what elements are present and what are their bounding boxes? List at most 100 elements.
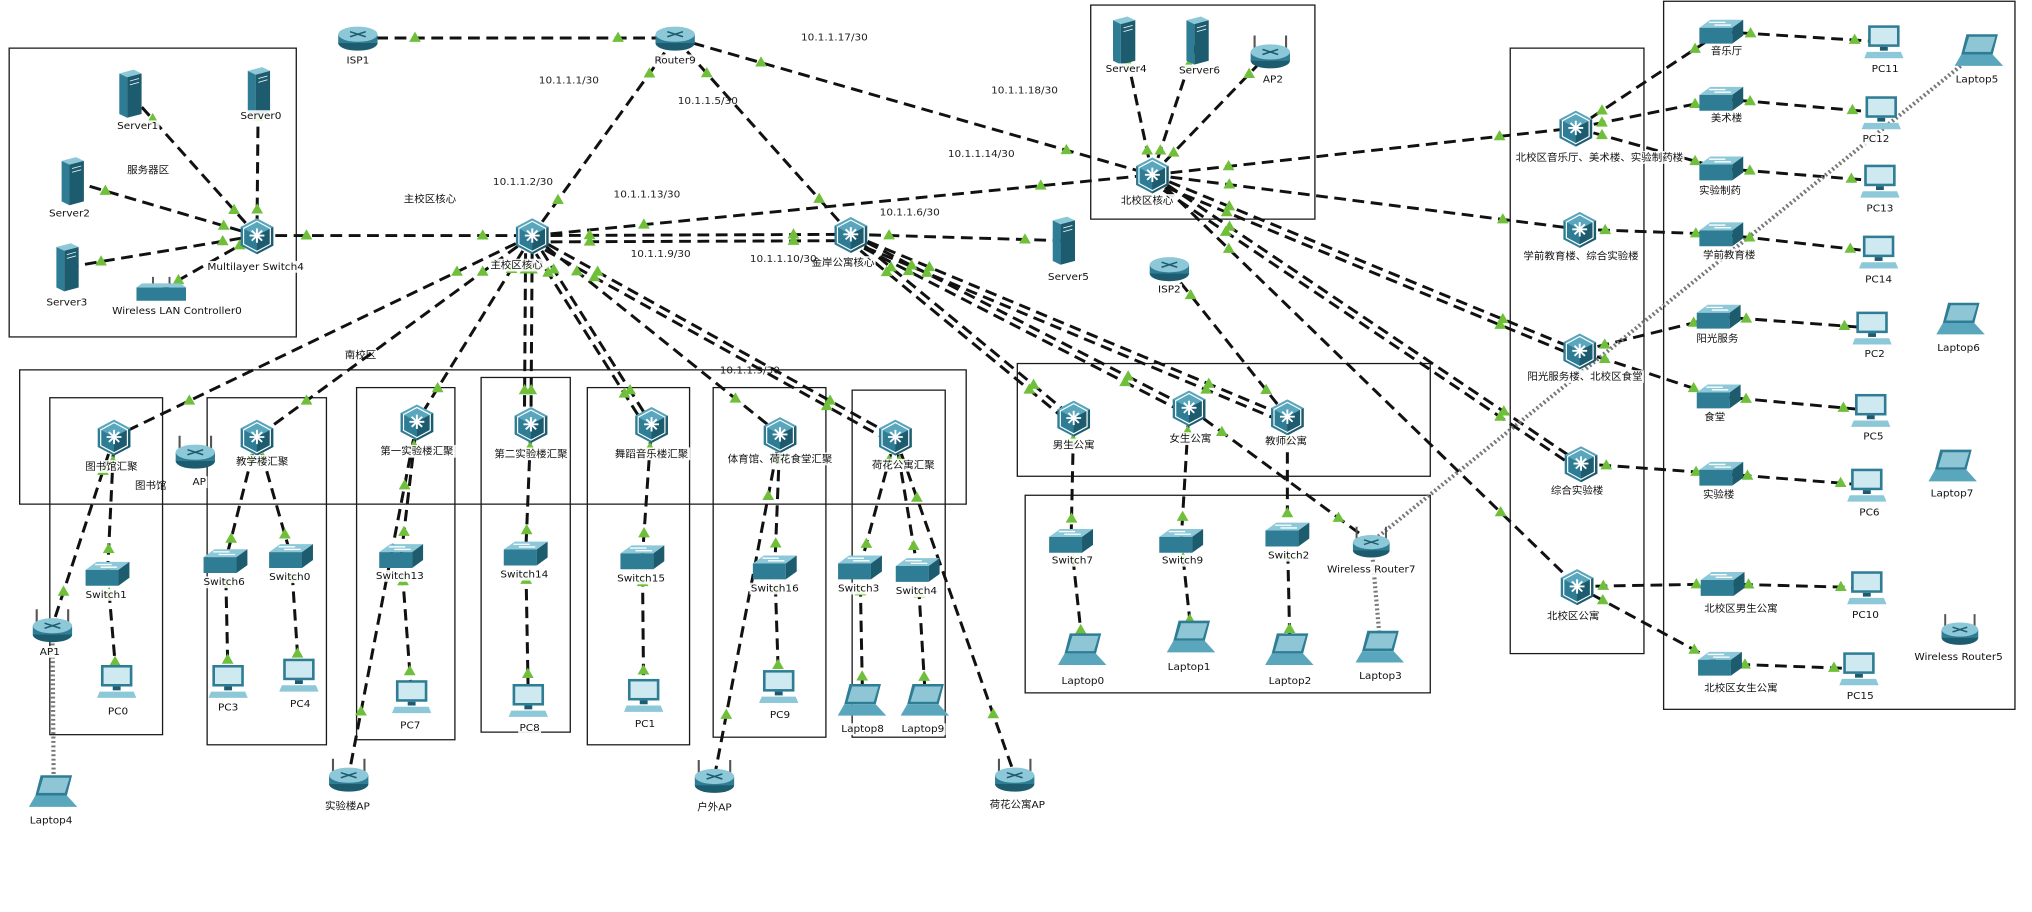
- network-link[interactable]: [531, 37, 677, 237]
- pc13-device[interactable]: PC13: [1860, 164, 1900, 215]
- server0-device[interactable]: Server0: [239, 66, 283, 123]
- switch0-device[interactable]: Switch0: [267, 543, 314, 584]
- network-link[interactable]: [522, 235, 528, 425]
- network-link[interactable]: [532, 239, 851, 244]
- server3-device[interactable]: Server3: [45, 242, 89, 309]
- laptop0-device[interactable]: Laptop0: [1057, 633, 1107, 687]
- switch7-device[interactable]: Switch7: [1048, 528, 1095, 567]
- gym-device[interactable]: 体育馆、荷花食堂汇聚: [726, 416, 835, 466]
- ap2-device[interactable]: AP2: [1249, 34, 1292, 86]
- network-link[interactable]: [71, 179, 258, 237]
- network-link[interactable]: [531, 234, 781, 436]
- switch14-device[interactable]: Switch14: [499, 540, 550, 581]
- laptop2-device[interactable]: Laptop2: [1265, 633, 1314, 687]
- laptop1-device[interactable]: Laptop1: [1166, 620, 1216, 674]
- switch9-device[interactable]: Switch9: [1158, 528, 1205, 567]
- network-link[interactable]: [113, 234, 533, 439]
- girls-device[interactable]: 女生公寓: [1168, 389, 1213, 446]
- boys-device[interactable]: 男生公寓: [1051, 399, 1096, 452]
- network-link[interactable]: [712, 434, 782, 777]
- isp1-device[interactable]: ISP1: [337, 25, 379, 67]
- wlc0-device[interactable]: Wireless LAN Controller0: [110, 276, 244, 318]
- network-link[interactable]: [674, 37, 852, 236]
- lab1-device[interactable]: 第一实验楼汇聚: [378, 403, 456, 458]
- pc6-device[interactable]: PC6: [1847, 468, 1887, 519]
- n-comp-device[interactable]: 综合实验楼: [1549, 445, 1605, 497]
- wr5-device[interactable]: Wireless Router5: [1913, 612, 2005, 663]
- laptop7-device[interactable]: Laptop7: [1928, 449, 1977, 500]
- maincore-device[interactable]: 主校区核心: [489, 217, 550, 272]
- network-link[interactable]: [66, 234, 258, 269]
- outdoor-ap-device[interactable]: 户外AP: [693, 758, 736, 814]
- laptop3-device[interactable]: Laptop3: [1355, 630, 1405, 682]
- sw-ngirls-device[interactable]: 北校区女生公寓: [1697, 651, 1779, 695]
- isp2-device[interactable]: ISP2: [1148, 256, 1190, 296]
- network-link[interactable]: [674, 36, 1153, 177]
- laptop8-device[interactable]: Laptop8: [837, 684, 887, 736]
- pc4-device[interactable]: PC4: [279, 658, 319, 710]
- network-link[interactable]: [532, 173, 1153, 238]
- switch3-device[interactable]: Switch3: [836, 554, 883, 595]
- ap1-device[interactable]: AP1: [31, 608, 74, 658]
- switch1-device[interactable]: Switch1: [84, 561, 131, 601]
- network-link[interactable]: [850, 232, 1064, 243]
- server4-device[interactable]: Server4: [1104, 16, 1148, 76]
- teach-device[interactable]: 教学楼汇聚: [234, 418, 291, 468]
- network-link[interactable]: [1152, 126, 1576, 177]
- pc9-device[interactable]: PC9: [759, 670, 799, 722]
- n-dorm-device[interactable]: 北校区公寓: [1545, 568, 1601, 623]
- network-link[interactable]: [1168, 267, 1289, 418]
- network-link[interactable]: [847, 238, 1286, 424]
- lotus-device[interactable]: 荷花公寓汇聚: [870, 418, 937, 472]
- pc11-device[interactable]: PC11: [1864, 25, 1904, 76]
- pc5-device[interactable]: PC5: [1851, 393, 1891, 443]
- lotus-ap-device[interactable]: 荷花公寓AP: [988, 757, 1047, 812]
- wireless-link[interactable]: [1369, 49, 1981, 544]
- pc8-device[interactable]: PC8: [508, 684, 548, 734]
- network-link[interactable]: [1151, 173, 1579, 588]
- sw-pharm-device[interactable]: 实验制药: [1697, 155, 1744, 197]
- sw-art-device[interactable]: 美术楼: [1698, 86, 1744, 125]
- switch15-device[interactable]: Switch15: [615, 544, 667, 585]
- network-link[interactable]: [1151, 173, 1581, 353]
- laptop5-device[interactable]: Laptop5: [1954, 34, 2004, 86]
- switch4-device[interactable]: Switch4: [894, 557, 941, 598]
- network-link[interactable]: [1721, 97, 1882, 115]
- network-link[interactable]: [128, 92, 259, 237]
- switch13-device[interactable]: Switch13: [374, 543, 426, 582]
- sw-sunshine-device[interactable]: 阳光服务: [1695, 304, 1742, 345]
- server1-device[interactable]: Server1: [115, 69, 160, 133]
- wr7-device[interactable]: Wireless Router7: [1325, 525, 1417, 576]
- laptop4-device[interactable]: Laptop4: [28, 775, 78, 827]
- network-link[interactable]: [532, 232, 851, 238]
- pc12-device[interactable]: PC12: [1861, 96, 1901, 145]
- teachers-device[interactable]: 教师公寓: [1263, 398, 1309, 448]
- lab-ap-device[interactable]: 实验楼AP: [323, 757, 372, 813]
- sw-nboys-device[interactable]: 北校区男生公寓: [1699, 571, 1779, 615]
- switch6-device[interactable]: Switch6: [202, 548, 249, 589]
- pc0-device[interactable]: PC0: [97, 665, 137, 718]
- server2-device[interactable]: Server2: [47, 156, 92, 220]
- pc7-device[interactable]: PC7: [391, 680, 432, 732]
- pc2-device[interactable]: PC2: [1852, 311, 1892, 361]
- network-link[interactable]: [530, 234, 653, 426]
- network-link[interactable]: [1152, 173, 1580, 231]
- lab2-device[interactable]: 第二实验楼汇聚: [492, 406, 570, 461]
- sw-labbld-device[interactable]: 实验楼: [1698, 461, 1744, 501]
- network-link[interactable]: [893, 436, 1017, 776]
- lib-device[interactable]: 图书馆汇聚: [83, 418, 140, 473]
- laptop6-device[interactable]: Laptop6: [1935, 302, 1985, 354]
- pc3-device[interactable]: PC3: [208, 665, 248, 714]
- pc1-device[interactable]: PC1: [624, 678, 664, 731]
- sw-concert-device[interactable]: 音乐厅: [1698, 19, 1744, 58]
- sw-preschool-device[interactable]: 学前教育楼: [1698, 221, 1757, 262]
- server5-device[interactable]: Server5: [1046, 216, 1091, 283]
- router9-device[interactable]: Router9: [653, 25, 698, 67]
- ap-device[interactable]: AP: [174, 434, 217, 489]
- n-sunshine-device[interactable]: 阳光服务楼、北校区食堂: [1526, 332, 1644, 383]
- pc10-device[interactable]: PC10: [1847, 571, 1887, 622]
- n-preschool-device[interactable]: 学前教育楼、综合实验楼: [1522, 211, 1640, 263]
- pc14-device[interactable]: PC14: [1858, 235, 1899, 286]
- dance-device[interactable]: 舞蹈音乐楼汇聚: [613, 406, 691, 461]
- network-link[interactable]: [529, 235, 534, 425]
